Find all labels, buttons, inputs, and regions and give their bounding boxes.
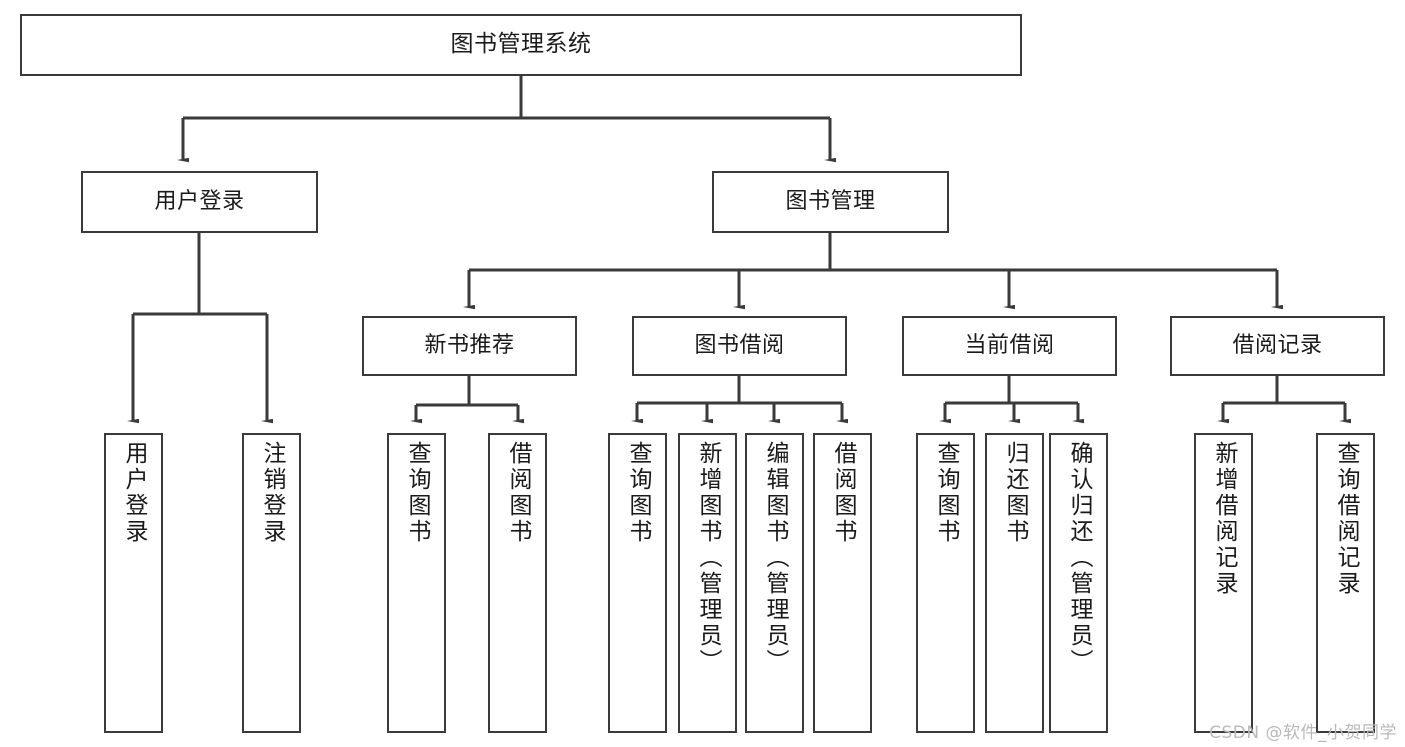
node-label: 借阅图书: [830, 441, 856, 545]
leaf-query-book-1[interactable]: 查询图书: [387, 433, 446, 733]
node-label: 查询图书: [404, 441, 430, 545]
node-current-borrow[interactable]: 当前借阅: [902, 316, 1117, 376]
leaf-user-login[interactable]: 用户登录: [104, 433, 163, 733]
node-label: 查询图书: [933, 441, 959, 545]
leaf-return-book[interactable]: 归还图书: [985, 433, 1044, 733]
node-user-login[interactable]: 用户登录: [81, 171, 318, 233]
node-label: 确认归还（管理员）: [1066, 441, 1092, 675]
leaf-logout-login[interactable]: 注销登录: [242, 433, 301, 733]
leaf-query-book-2[interactable]: 查询图书: [608, 433, 667, 733]
node-label: 借阅记录: [1232, 333, 1323, 359]
node-label: 新书推荐: [424, 333, 515, 359]
node-label: 归还图书: [1002, 441, 1028, 545]
node-label: 图书借阅: [694, 333, 785, 359]
node-label: 编辑图书（管理员）: [762, 441, 788, 675]
leaf-borrow-book-2[interactable]: 借阅图书: [813, 433, 872, 733]
node-new-book-recommend[interactable]: 新书推荐: [362, 316, 577, 376]
leaf-confirm-return[interactable]: 确认归还（管理员）: [1049, 433, 1108, 733]
node-book-management[interactable]: 图书管理: [712, 171, 949, 233]
node-label: 新增图书（管理员）: [695, 441, 721, 675]
node-book-management-system[interactable]: 图书管理系统: [20, 14, 1022, 76]
leaf-query-book-3[interactable]: 查询图书: [916, 433, 975, 733]
leaf-edit-book[interactable]: 编辑图书（管理员）: [745, 433, 804, 733]
node-book-borrow[interactable]: 图书借阅: [632, 316, 847, 376]
node-label: 当前借阅: [964, 333, 1055, 359]
node-label: 借阅图书: [505, 441, 531, 545]
node-label: 新增借阅记录: [1211, 441, 1237, 597]
node-label: 查询图书: [625, 441, 651, 545]
node-label: 注销登录: [259, 441, 285, 545]
node-label: 图书管理系统: [450, 31, 592, 58]
node-label: 用户登录: [154, 189, 245, 215]
node-label: 图书管理: [785, 189, 876, 215]
node-label: 用户登录: [121, 441, 147, 545]
leaf-borrow-book-1[interactable]: 借阅图书: [488, 433, 547, 733]
leaf-query-borrow-record[interactable]: 查询借阅记录: [1316, 433, 1375, 733]
leaf-add-book[interactable]: 新增图书（管理员）: [678, 433, 737, 733]
node-label: 查询借阅记录: [1333, 441, 1359, 597]
node-borrow-record[interactable]: 借阅记录: [1170, 316, 1385, 376]
leaf-add-borrow-record[interactable]: 新增借阅记录: [1194, 433, 1253, 733]
